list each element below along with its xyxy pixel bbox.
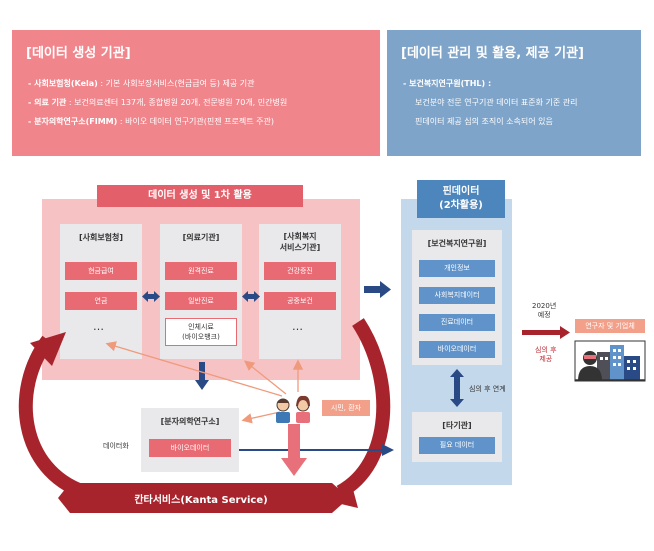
researcher-buildings-icon bbox=[574, 340, 646, 382]
thl-line: - 보건복지연구원(THL) : bbox=[403, 79, 492, 88]
datafication-label: 데이터화 bbox=[103, 442, 129, 450]
recipient-label: 연구자 및 기업체 bbox=[575, 319, 645, 333]
data-generation-title: [데이터 생성 기관] bbox=[26, 46, 131, 61]
data-generation-box: [데이터 생성 기관] - 사회보험청(Kela) : 기본 사회보장서비스(현… bbox=[12, 30, 380, 156]
medical-panel: [의료기관] 원격진료 일반진료 인체시료 (바이오뱅크) bbox=[160, 224, 242, 359]
thl-panel: [보건복지연구원] 개인정보 사회복지데이터 진료데이터 바이오데이터 bbox=[412, 230, 502, 365]
citizens-to-kanta-arrow bbox=[281, 424, 307, 476]
citizens-to-fimm-arrow bbox=[241, 411, 281, 424]
kela-title: [사회보험청] bbox=[78, 233, 124, 242]
review-link-label: 심의 후 연계 bbox=[469, 385, 506, 393]
medical-item-general: 일반진료 bbox=[165, 292, 237, 310]
welfare-more: … bbox=[292, 320, 304, 333]
thl-item-welfare-data: 사회복지데이터 bbox=[419, 287, 495, 304]
fimm-item-bio: 바이오데이터 bbox=[149, 439, 231, 457]
other-agency-item: 필요 데이터 bbox=[419, 437, 495, 454]
kela-medical-arrow bbox=[142, 291, 160, 302]
kela-item-cash: 현금급여 bbox=[65, 262, 137, 280]
citizens-label: 시민, 환자 bbox=[322, 400, 370, 416]
kela-more: … bbox=[93, 320, 105, 333]
welfare-item-health: 건강증진 bbox=[264, 262, 336, 280]
findata-header: 핀데이터 (2차활용) bbox=[417, 180, 505, 218]
thl-title: [보건복지연구원] bbox=[427, 239, 487, 248]
welfare-panel: [사회복지 서비스기관] 건강증진 공중보건 … bbox=[259, 224, 341, 359]
medical-to-fimm-arrow bbox=[195, 362, 209, 390]
kela-line: - 사회보험청(Kela) : 기본 사회보장서비스(현금급여 등) 제공 기관 bbox=[28, 79, 255, 88]
fimm-line: - 분자의학연구소(FIMM) : 바이오 데이터 연구기관(핀젠 프로젝트 주… bbox=[28, 117, 274, 126]
kanta-label: 칸타서비스(Kanta Service) bbox=[134, 493, 267, 506]
provision-year: 2020년 예정 bbox=[532, 302, 557, 319]
fimm-panel: [분자의학연구소] 바이오데이터 bbox=[141, 408, 239, 472]
medical-welfare-arrow bbox=[242, 291, 260, 302]
people-icon bbox=[276, 395, 310, 423]
thl-item-treatment: 진료데이터 bbox=[419, 314, 495, 331]
provision-review: 심의 후 제공 bbox=[535, 346, 557, 363]
data-management-title: [데이터 관리 및 활용, 제공 기관] bbox=[401, 46, 584, 61]
welfare-item-public: 공중보건 bbox=[264, 292, 336, 310]
primary-to-kanta-curve bbox=[336, 318, 391, 499]
thl-item-personal: 개인정보 bbox=[419, 260, 495, 277]
primary-use-header: 데이터 생성 및 1차 활용 bbox=[97, 185, 303, 207]
other-agency-panel: [타기관] 필요 데이터 bbox=[412, 412, 502, 462]
primary-to-kanta-arrowhead bbox=[324, 478, 358, 508]
other-agency-title: [타기관] bbox=[442, 421, 472, 430]
kela-panel: [사회보험청] 현금급여 연금 … bbox=[60, 224, 142, 359]
findata-to-researchers-arrow bbox=[522, 326, 570, 339]
kanta-to-primary-arrowhead bbox=[30, 332, 66, 366]
welfare-title: [사회복지 서비스기관] bbox=[279, 232, 321, 252]
citizens-to-kela-arrow bbox=[105, 341, 283, 397]
kela-item-pension: 연금 bbox=[65, 292, 137, 310]
primary-to-findata-arrow bbox=[364, 281, 391, 298]
citizens-to-biobank-arrow bbox=[243, 360, 287, 395]
medical-item-remote: 원격진료 bbox=[165, 262, 237, 280]
thl-item-bio: 바이오데이터 bbox=[419, 341, 495, 358]
biobank-box: 인체시료 (바이오뱅크) bbox=[165, 318, 237, 346]
thl-desc-1: 보건분야 전문 연구기관 데이터 표준화 기준 관리 bbox=[415, 98, 578, 107]
data-management-box: [데이터 관리 및 활용, 제공 기관] - 보건복지연구원(THL) : 보건… bbox=[387, 30, 641, 156]
kanta-to-primary-curve bbox=[18, 335, 87, 499]
medical-line: - 의료 기관 : 보건의료센터 137개, 종합병원 20개, 전문병원 70… bbox=[28, 98, 288, 107]
medical-title: [의료기관] bbox=[182, 233, 220, 242]
fimm-title: [분자의학연구소] bbox=[160, 417, 220, 426]
thl-desc-2: 핀데이터 제공 심의 조직이 소속되어 있음 bbox=[415, 117, 553, 126]
thl-other-arrow bbox=[450, 369, 464, 407]
